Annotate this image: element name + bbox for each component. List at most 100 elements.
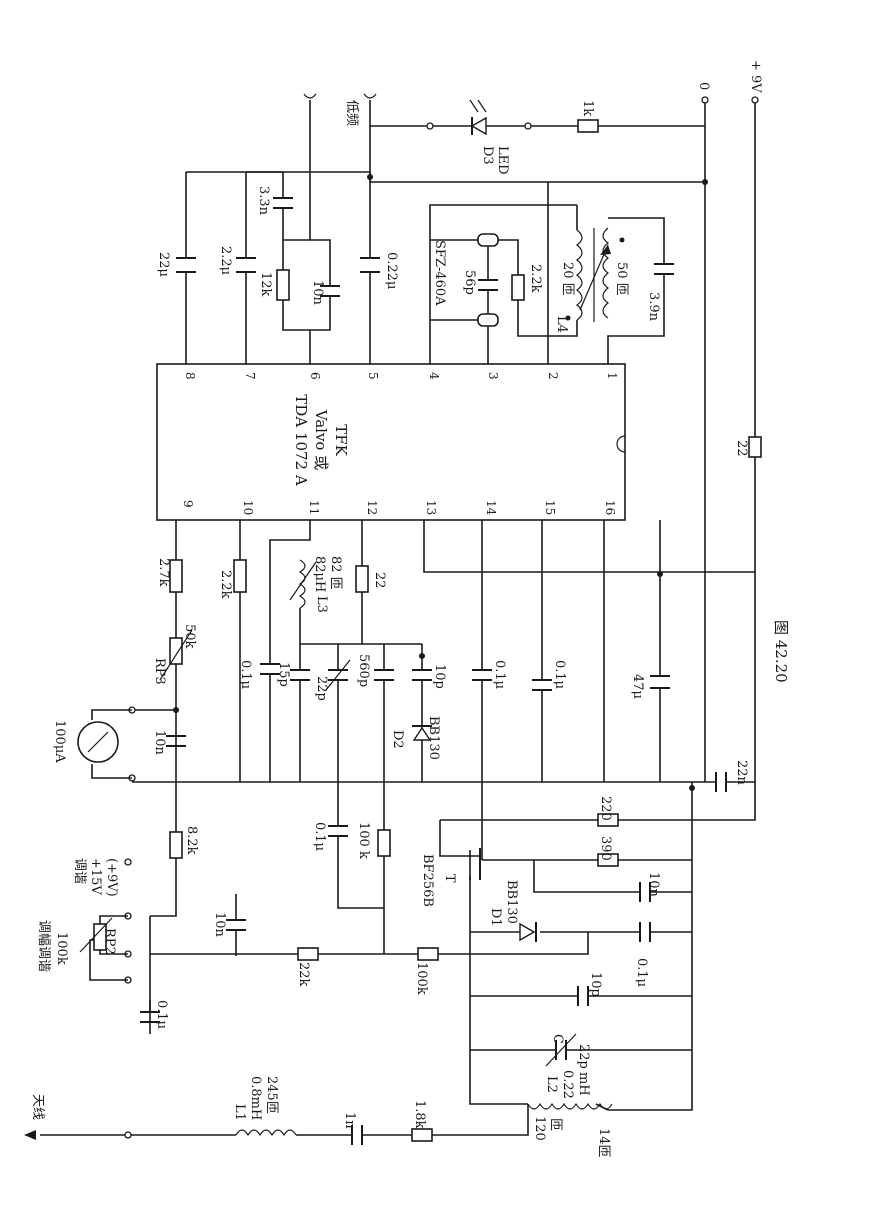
svg-text:390: 390 [598, 836, 613, 861]
svg-text:D2: D2 [390, 730, 405, 749]
svg-text:0.1μ: 0.1μ [238, 660, 253, 689]
svg-text:10n: 10n [212, 912, 227, 938]
svg-text:2.2k: 2.2k [218, 570, 233, 599]
svg-text:L3: L3 [314, 596, 329, 613]
svg-text:匝: 匝 [548, 1118, 563, 1131]
svg-text:mH: mH [576, 1072, 591, 1096]
svg-text:22: 22 [734, 440, 749, 457]
svg-text:100 k: 100 k [356, 822, 371, 859]
svg-text:12k: 12k [258, 272, 273, 297]
svg-text:2: 2 [546, 372, 560, 380]
svg-text:Valvo 或: Valvo 或 [312, 409, 330, 470]
svg-text:22p: 22p [576, 1044, 591, 1069]
svg-text:T: T [442, 874, 457, 883]
svg-text:245匝: 245匝 [264, 1076, 279, 1114]
figure-caption: 图 42.20 [772, 620, 790, 683]
label-low-freq: 低频 [344, 100, 359, 126]
svg-text:13: 13 [424, 500, 438, 515]
svg-text:0.1μ: 0.1μ [552, 660, 567, 689]
svg-text:0.1μ: 0.1μ [634, 958, 649, 987]
svg-text:TFK: TFK [332, 424, 350, 456]
svg-text:10: 10 [241, 500, 255, 515]
svg-text:3.3n: 3.3n [256, 186, 271, 216]
svg-text:C: C [550, 1034, 565, 1044]
svg-text:560p: 560p [356, 654, 371, 687]
svg-text:RP2: RP2 [102, 928, 117, 955]
svg-text:50 匝: 50 匝 [614, 262, 629, 296]
svg-text:SFZ-460A: SFZ-460A [432, 240, 447, 306]
svg-text:220: 220 [598, 796, 613, 821]
svg-text:2.2μ: 2.2μ [218, 246, 233, 275]
svg-text:22p: 22p [314, 676, 329, 701]
svg-text:3: 3 [486, 372, 500, 380]
svg-text:7: 7 [243, 372, 257, 380]
svg-text:100k: 100k [54, 932, 69, 965]
svg-text:56p: 56p [462, 270, 477, 295]
svg-text:22n: 22n [734, 760, 749, 786]
label-supply: + 9V [748, 60, 763, 93]
svg-text:L4: L4 [554, 316, 569, 333]
svg-text:22μ: 22μ [156, 252, 171, 277]
svg-text:47μ: 47μ [630, 674, 645, 699]
svg-text:22: 22 [372, 572, 387, 589]
svg-text:11: 11 [307, 500, 321, 515]
svg-text:1.8k: 1.8k [412, 1100, 427, 1129]
label-tuning: 调谐 [72, 858, 87, 884]
svg-text:82μH: 82μH [312, 556, 327, 592]
svg-text:8.2k: 8.2k [184, 826, 199, 855]
svg-text:LED: LED [495, 146, 510, 175]
svg-text:BF256B: BF256B [420, 854, 435, 907]
svg-text:120: 120 [532, 1116, 547, 1141]
svg-text:10n: 10n [152, 730, 167, 756]
svg-text:14匝: 14匝 [596, 1128, 611, 1158]
svg-text:(+9V): (+9V) [104, 858, 119, 897]
svg-text:9: 9 [181, 500, 195, 508]
svg-text:5: 5 [366, 372, 380, 380]
svg-text:+15V: +15V [88, 858, 103, 895]
svg-text:0.22: 0.22 [560, 1070, 575, 1099]
svg-text:0.1μ: 0.1μ [492, 660, 507, 689]
svg-text:0.8mH: 0.8mH [248, 1076, 263, 1120]
svg-text:0.22μ: 0.22μ [384, 252, 399, 289]
svg-text:1n: 1n [342, 1112, 357, 1129]
svg-text:RP3: RP3 [152, 658, 167, 685]
svg-text:50k: 50k [182, 624, 197, 649]
ic-pin-labels: 8 7 6 5 4 3 2 1 9 10 11 12 13 14 15 16 [181, 372, 619, 516]
svg-text:10p: 10p [588, 972, 603, 997]
ic-tda1072a: TDA 1072 A Valvo 或 TFK [156, 363, 626, 521]
svg-text:D1: D1 [488, 908, 503, 927]
svg-text:0.1μ: 0.1μ [154, 1000, 169, 1029]
bottom-wiring [24, 520, 756, 1145]
svg-text:0.1μ: 0.1μ [312, 822, 327, 851]
top-wiring [176, 93, 762, 782]
svg-text:BB130: BB130 [426, 716, 441, 760]
svg-text:10n: 10n [310, 280, 325, 306]
svg-text:14: 14 [484, 500, 498, 516]
svg-text:1: 1 [605, 372, 619, 380]
svg-text:20 匝: 20 匝 [560, 262, 575, 296]
svg-text:10n: 10n [646, 872, 661, 898]
svg-text:12: 12 [365, 500, 379, 515]
svg-text:2.2k: 2.2k [528, 264, 543, 293]
svg-text:L2: L2 [544, 1076, 559, 1093]
labels: 低频 0 + 9V D3 LED 1k 22μ 2.2μ 3.3n 12k 10… [30, 60, 790, 1158]
svg-text:100μA: 100μA [52, 720, 67, 763]
svg-text:1k: 1k [580, 100, 595, 116]
svg-text:22k: 22k [296, 962, 311, 987]
svg-text:100k: 100k [414, 962, 429, 995]
svg-text:6: 6 [308, 372, 322, 380]
svg-text:TDA 1072 A: TDA 1072 A [292, 394, 310, 486]
svg-text:10p: 10p [432, 664, 447, 689]
svg-text:BB130: BB130 [504, 880, 519, 924]
svg-text:3.9n: 3.9n [646, 292, 661, 322]
svg-text:16: 16 [603, 500, 617, 515]
svg-text:8: 8 [183, 372, 197, 380]
svg-text:15: 15 [543, 500, 557, 515]
svg-text:2.7k: 2.7k [156, 558, 171, 587]
label-zero: 0 [696, 82, 711, 90]
svg-text:4: 4 [427, 372, 441, 380]
svg-text:15p: 15p [276, 662, 291, 687]
label-antenna: 天线 [30, 1094, 45, 1120]
label-am-tuning: 调幅调谐 [36, 920, 51, 972]
